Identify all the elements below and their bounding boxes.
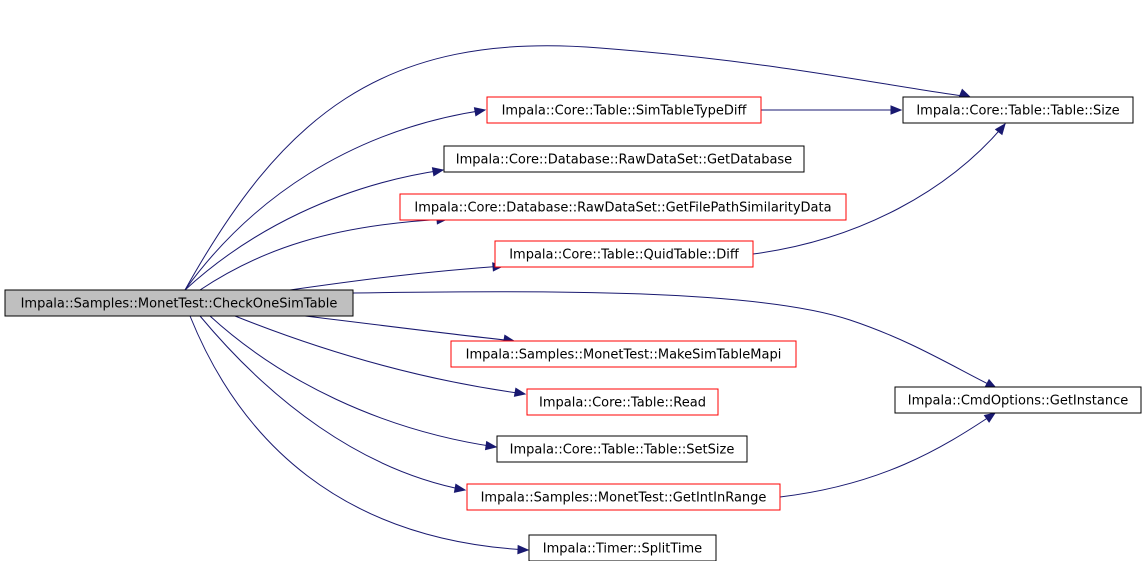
node-makesimtablemapi[interactable]: Impala::Samples::MonetTest::MakeSimTable… bbox=[450, 340, 797, 368]
node-label: Impala::Core::Table::Read bbox=[539, 396, 706, 411]
node-label: Impala::Core::Table::QuidTable::Diff bbox=[509, 248, 740, 263]
node-simtabletypediff[interactable]: Impala::Core::Table::SimTableTypeDiff bbox=[486, 96, 762, 124]
edge-line bbox=[184, 45, 971, 291]
node-label: Impala::Timer::SplitTime bbox=[543, 542, 702, 557]
node-box[interactable] bbox=[443, 145, 805, 173]
node-label: Impala::Samples::MonetTest::MakeSimTable… bbox=[466, 348, 782, 363]
node-getfilepath[interactable]: Impala::Core::Database::RawDataSet::GetF… bbox=[399, 193, 847, 221]
node-box[interactable] bbox=[528, 534, 717, 561]
node-label: Impala::Core::Database::RawDataSet::GetF… bbox=[414, 201, 831, 216]
edge-root-to-quiddiff bbox=[289, 262, 505, 291]
nodes-layer: Impala::Samples::MonetTest::CheckOneSimT… bbox=[4, 96, 1142, 561]
edge-root-to-getfilepath bbox=[199, 215, 449, 291]
node-tablesize[interactable]: Impala::Core::Table::Table::Size bbox=[902, 96, 1134, 124]
edge-arrowhead bbox=[513, 387, 527, 397]
edge-line bbox=[184, 169, 444, 291]
edge-line bbox=[209, 315, 497, 448]
node-box[interactable] bbox=[494, 240, 754, 268]
edge-arrowhead bbox=[958, 88, 972, 98]
node-box[interactable] bbox=[496, 435, 748, 463]
node-label: Impala::CmdOptions::GetInstance bbox=[908, 394, 1128, 409]
edge-arrowhead bbox=[473, 107, 487, 117]
node-box[interactable] bbox=[902, 96, 1134, 124]
edge-quiddiff-to-tablesize bbox=[752, 122, 1006, 255]
edge-line bbox=[289, 265, 504, 291]
node-label: Impala::Core::Table::Table::SetSize bbox=[510, 443, 735, 458]
node-box[interactable] bbox=[399, 193, 847, 221]
edge-line bbox=[304, 315, 515, 342]
node-label: Impala::Core::Database::RawDataSet::GetD… bbox=[456, 153, 792, 168]
edge-arrowhead bbox=[994, 122, 1006, 136]
node-label: Impala::Samples::MonetTest::CheckOneSimT… bbox=[21, 297, 338, 312]
edge-root-to-cmdgetinstance bbox=[352, 291, 998, 389]
node-box[interactable] bbox=[450, 340, 797, 368]
edge-simtabletypediff-to-tablesize bbox=[761, 105, 903, 115]
edge-line bbox=[189, 315, 529, 551]
edge-arrowhead bbox=[453, 483, 467, 493]
edge-line bbox=[779, 412, 996, 498]
node-box[interactable] bbox=[894, 386, 1142, 414]
node-box[interactable] bbox=[4, 289, 354, 317]
node-box[interactable] bbox=[526, 388, 719, 416]
edge-root-to-getintinrange bbox=[199, 315, 467, 493]
node-quiddiff[interactable]: Impala::Core::Table::QuidTable::Diff bbox=[494, 240, 754, 268]
edge-root-to-setsize bbox=[209, 315, 498, 451]
node-label: Impala::Samples::MonetTest::GetIntInRang… bbox=[481, 491, 767, 506]
edge-line bbox=[184, 109, 486, 291]
edge-root-to-simtabletypediff bbox=[184, 107, 487, 291]
edge-line bbox=[752, 123, 1006, 255]
edge-root-to-splittime bbox=[189, 315, 530, 555]
node-root[interactable]: Impala::Samples::MonetTest::CheckOneSimT… bbox=[4, 289, 354, 317]
node-setsize[interactable]: Impala::Core::Table::Table::SetSize bbox=[496, 435, 748, 463]
node-splittime[interactable]: Impala::Timer::SplitTime bbox=[528, 534, 717, 561]
node-tableread[interactable]: Impala::Core::Table::Read bbox=[526, 388, 719, 416]
edge-root-to-getdatabase bbox=[184, 167, 445, 291]
edge-line bbox=[199, 315, 466, 491]
node-label: Impala::Core::Table::Table::Size bbox=[916, 104, 1119, 119]
edge-line bbox=[352, 291, 997, 389]
edge-arrowhead bbox=[517, 544, 530, 555]
node-getdatabase[interactable]: Impala::Core::Database::RawDataSet::GetD… bbox=[443, 145, 805, 173]
node-cmdgetinstance[interactable]: Impala::CmdOptions::GetInstance bbox=[894, 386, 1142, 414]
node-label: Impala::Core::Table::SimTableTypeDiff bbox=[502, 104, 748, 119]
node-box[interactable] bbox=[466, 483, 781, 511]
edge-root-to-makesimtablemapi bbox=[304, 315, 516, 344]
edge-line bbox=[199, 218, 448, 291]
edge-getintinrange-to-cmdgetinstance bbox=[779, 412, 997, 498]
node-box[interactable] bbox=[486, 96, 762, 124]
edge-arrowhead bbox=[890, 105, 903, 115]
edge-root-to-tableread bbox=[234, 315, 527, 397]
node-getintinrange[interactable]: Impala::Samples::MonetTest::GetIntInRang… bbox=[466, 483, 781, 511]
edge-line bbox=[234, 315, 526, 395]
edge-arrowhead bbox=[484, 440, 498, 451]
edge-arrowhead bbox=[431, 167, 445, 177]
edge-arrowhead bbox=[983, 412, 997, 423]
